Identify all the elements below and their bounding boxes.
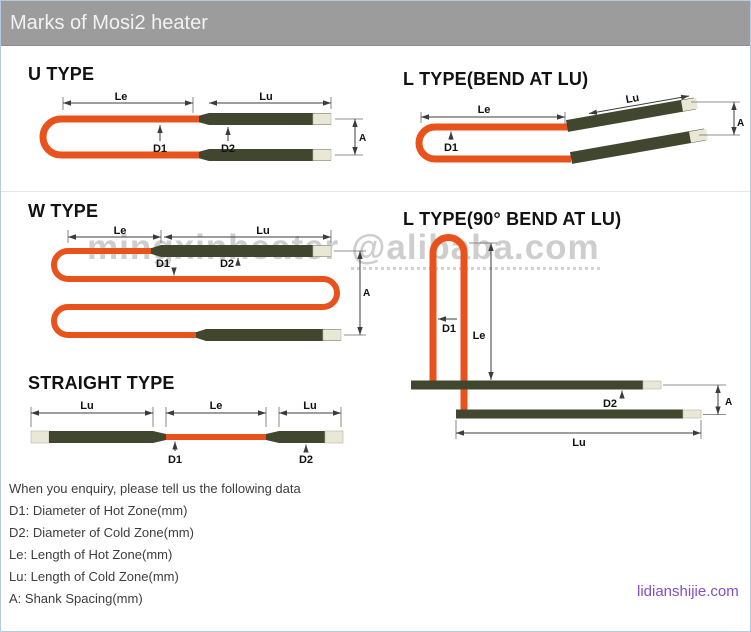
cold-zone-bottom bbox=[569, 128, 707, 164]
l-type-90-dimensions: D1 Le D2 Lu A bbox=[438, 242, 732, 449]
dim-label-d2: D2 bbox=[603, 398, 617, 410]
u-type-title: U TYPE bbox=[28, 64, 95, 84]
note-item-d2: D2: Diameter of Cold Zone(mm) bbox=[9, 525, 194, 540]
w-type-element bbox=[51, 245, 342, 341]
cold-zone-top bbox=[565, 97, 697, 132]
cold-zone-top bbox=[411, 380, 643, 390]
terminal-tip-bottom bbox=[682, 409, 702, 419]
w-type-diagram: Le Lu D1 D2 A bbox=[51, 225, 370, 341]
dim-label-lu: Lu bbox=[625, 92, 640, 106]
notes-list: D1: Diameter of Hot Zone(mm) D2: Diamete… bbox=[9, 500, 301, 610]
terminal-tip-top bbox=[681, 97, 698, 112]
w-type-title: W TYPE bbox=[28, 201, 99, 221]
dim-label-d2: D2 bbox=[221, 143, 235, 155]
terminal-tip-bottom bbox=[312, 149, 332, 161]
watermark-part2: @alibaba.com bbox=[351, 228, 600, 270]
cold-taper-top bbox=[151, 245, 161, 257]
header-bar: Marks of Mosi2 heater bbox=[1, 1, 750, 46]
notes-intro: When you enquiry, please tell us the fol… bbox=[9, 481, 301, 496]
w-type-dimensions: Le Lu D1 D2 A bbox=[67, 225, 370, 336]
cold-zone-top bbox=[209, 113, 331, 125]
terminal-tip-left bbox=[30, 430, 50, 444]
page-title: Marks of Mosi2 heater bbox=[10, 12, 208, 34]
u-type-diagram: Le Lu D1 D2 A bbox=[39, 91, 366, 161]
dim-label-a: A bbox=[363, 288, 370, 299]
l-type-bend-dimensions: Le D1 Lu A bbox=[420, 92, 744, 154]
dim-label-lu-right: Lu bbox=[303, 400, 316, 412]
cold-zone-bottom bbox=[206, 329, 341, 341]
row-divider bbox=[1, 191, 750, 192]
cold-taper-bottom bbox=[199, 149, 209, 161]
cold-taper-top bbox=[199, 113, 209, 125]
dim-label-d1: D1 bbox=[444, 142, 458, 154]
l-type-bend-diagram: Le D1 Lu A bbox=[415, 92, 744, 164]
dim-label-lu: Lu bbox=[259, 91, 272, 103]
cold-taper-bottom bbox=[196, 329, 206, 341]
cold-zone-bottom bbox=[456, 409, 683, 419]
dim-label-lu-left: Lu bbox=[80, 400, 93, 412]
hot-zone bbox=[39, 115, 209, 159]
dim-label-le: Le bbox=[114, 225, 127, 237]
dim-label-d1: D1 bbox=[153, 143, 167, 155]
straight-type-element bbox=[30, 430, 344, 444]
straight-type-dimensions: Lu Le Lu D1 D2 bbox=[30, 400, 342, 466]
dim-label-d1: D1 bbox=[442, 323, 456, 335]
dim-label-d2: D2 bbox=[220, 258, 234, 270]
straight-type-diagram: Lu Le Lu D1 D2 bbox=[30, 400, 344, 466]
u-type-element bbox=[39, 113, 332, 161]
dim-label-lu: Lu bbox=[572, 437, 585, 449]
dim-label-a: A bbox=[359, 133, 366, 144]
note-item-d1: D1: Diameter of Hot Zone(mm) bbox=[9, 503, 188, 518]
dim-label-le: Le bbox=[210, 400, 223, 412]
dim-label-d1: D1 bbox=[168, 454, 182, 466]
l-type-90-element bbox=[411, 234, 702, 419]
cold-zone-bottom bbox=[209, 149, 331, 161]
l-type-bend-element bbox=[415, 97, 708, 164]
terminal-tip-top bbox=[312, 113, 332, 125]
l-type-bend-title: L TYPE(BEND AT LU) bbox=[403, 69, 589, 89]
straight-type-title: STRAIGHT TYPE bbox=[28, 373, 175, 393]
dim-line-lu bbox=[588, 94, 690, 115]
l-type-90-diagram: D1 Le D2 Lu A bbox=[411, 234, 732, 449]
hot-zone bbox=[429, 234, 468, 416]
cold-zone-left bbox=[49, 431, 153, 443]
dim-label-le: Le bbox=[115, 91, 128, 103]
l-type-90-title: L TYPE(90° BEND AT LU) bbox=[403, 209, 622, 229]
hot-zone bbox=[51, 248, 340, 338]
dim-label-a: A bbox=[737, 118, 744, 129]
cold-taper-right bbox=[266, 431, 279, 443]
terminal-tip-top bbox=[642, 380, 662, 390]
dim-label-d1: D1 bbox=[156, 258, 170, 270]
footer-link[interactable]: lidianshijie.com bbox=[637, 583, 739, 600]
u-type-dimensions: Le Lu D1 D2 A bbox=[62, 91, 366, 156]
terminal-tip-right bbox=[324, 430, 344, 444]
note-item-le: Le: Length of Hot Zone(mm) bbox=[9, 547, 173, 562]
terminal-tip-top bbox=[312, 245, 332, 257]
cold-zone-right bbox=[279, 431, 325, 443]
note-item-lu: Lu: Length of Cold Zone(mm) bbox=[9, 569, 179, 584]
cold-zone-top bbox=[161, 245, 331, 257]
cold-taper-left bbox=[153, 431, 166, 443]
dim-label-a: A bbox=[725, 397, 732, 408]
note-item-a: A: Shank Spacing(mm) bbox=[9, 591, 143, 606]
notes: When you enquiry, please tell us the fol… bbox=[9, 478, 301, 610]
dim-label-lu: Lu bbox=[256, 225, 269, 237]
hot-zone bbox=[415, 123, 571, 163]
dim-label-le: Le bbox=[473, 330, 486, 342]
dim-label-le: Le bbox=[478, 104, 491, 116]
terminal-tip-bottom bbox=[322, 329, 342, 341]
dim-label-d2: D2 bbox=[299, 454, 313, 466]
